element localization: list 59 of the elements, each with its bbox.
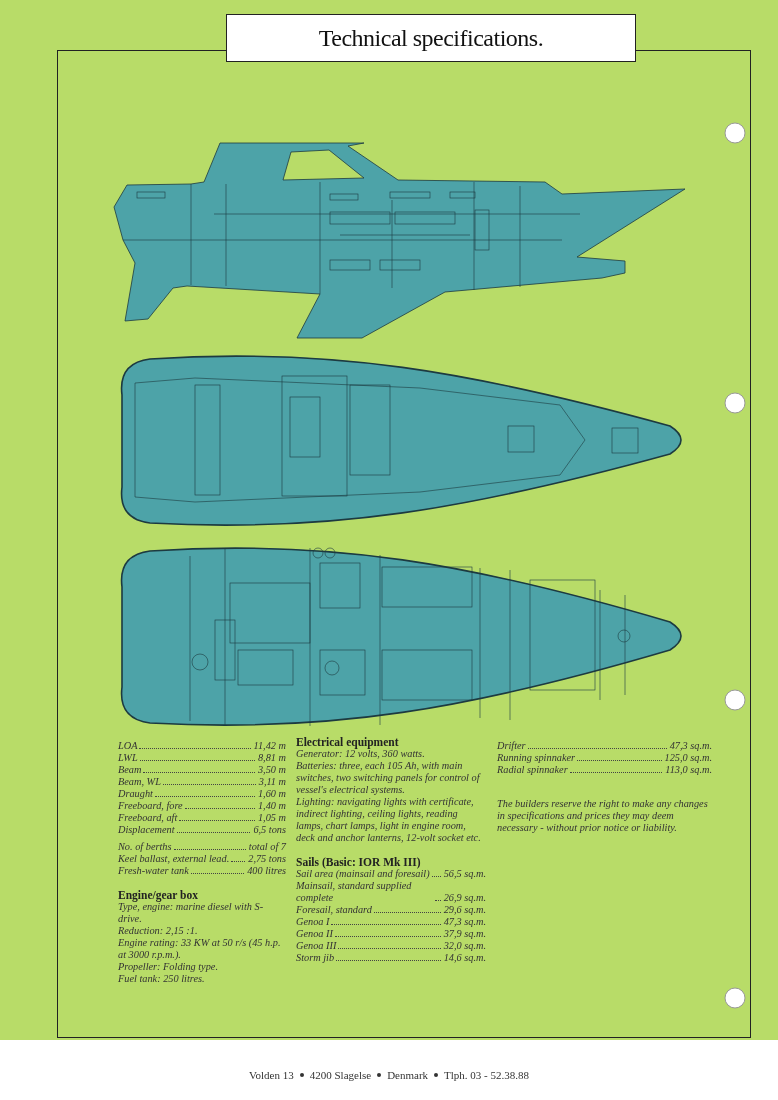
spec-text: Generator: 12 volts, 360 watts. (296, 748, 426, 760)
section-heading: Sails (Basic: IOR Mk III) (296, 856, 421, 868)
spec-name: Genoa II (296, 928, 333, 940)
spec-value: 14,6 sq.m. (443, 952, 486, 964)
spec-name: Drifter (497, 740, 526, 752)
spec-value: total of 7 (248, 841, 286, 853)
spec-text: Batteries: three, each 105 Ah, with main switches, two switching panels for control of vessel's electrical systems. (296, 760, 482, 796)
spec-text: Engine rating: 33 KW at 50 r/s (45 h.p. at 3000 r.p.m.). (118, 937, 282, 961)
spec-value: 1,05 m (257, 812, 286, 824)
spec-name: Freeboard, fore (118, 800, 183, 812)
spec-value: 37,9 sq.m. (443, 928, 486, 940)
spec-value: 32,0 sq.m. (443, 940, 486, 952)
spec-value: 26,9 sq.m. (443, 892, 486, 904)
spec-text: Lighting: navigating lights with certificate, indirect lighting, ceiling lights, reading lamps, chart lamps, light in engine room, deck and anchor lanterns, 12-volt socket etc. (296, 796, 482, 844)
spec-value: 47,3 sq.m. (669, 740, 712, 752)
spec-name: Beam, WL (118, 776, 161, 788)
section-heading: Engine/gear box (118, 889, 199, 901)
spec-name: Running spinnaker (497, 752, 576, 764)
spec-name: Keel ballast, external lead. (118, 853, 230, 865)
spec-value: 29,6 sq.m. (443, 904, 486, 916)
spec-name: Beam (118, 764, 142, 776)
spec-name: No. of berths (118, 841, 172, 853)
disclaimer-note: The builders reserve the right to make any changes in specifications and prices they may deem necessary - without prior notice or liability. (497, 798, 709, 834)
spec-value: 2,75 tons (248, 853, 286, 865)
spec-name: Sail area (mainsail and foresail) (296, 868, 430, 880)
spec-name: LOA (118, 740, 138, 752)
section-heading: Electrical equipment (296, 736, 400, 748)
spec-value: 3,50 m (257, 764, 286, 776)
spec-value: 125,0 sq.m. (664, 752, 712, 764)
spec-value: 8,81 m (257, 752, 286, 764)
page-title: Technical specifications. (318, 24, 544, 52)
spec-text: Propeller: Folding type. (118, 961, 219, 973)
footer-text: Denmark (387, 1069, 429, 1081)
spec-text: Reduction: 2,15 :1. (118, 925, 199, 937)
spec-text: Fuel tank: 250 litres. (118, 973, 206, 985)
spec-text: Type, engine: marine diesel with S-drive. (118, 901, 265, 925)
spec-name: Displacement (118, 824, 175, 836)
spec-name: LWL (118, 752, 138, 764)
spec-value: 3,11 m (258, 776, 286, 788)
spec-value: 1,60 m (257, 788, 286, 800)
spec-name: Draught (118, 788, 153, 800)
spec-value: 11,42 m (253, 740, 286, 752)
spec-value: 1,40 m (257, 800, 286, 812)
spec-name: Mainsail, standard supplied complete (296, 880, 413, 904)
footer-text: 4200 Slagelse (309, 1069, 372, 1081)
spec-value: 56,5 sq.m. (443, 868, 486, 880)
spec-name: Freeboard, aft (118, 812, 178, 824)
footer-text: Tlph. 03 - 52.38.88 (444, 1069, 529, 1081)
spec-name: Radial spinnaker (497, 764, 568, 776)
spec-name: Genoa I (296, 916, 330, 928)
spec-value: 400 litres (247, 865, 286, 877)
spec-name: Fresh-water tank (118, 865, 189, 877)
spec-name: Foresail, standard (296, 904, 372, 916)
spec-value: 6,5 tons (253, 824, 286, 836)
spec-value: 47,3 sq.m. (443, 916, 486, 928)
footer-text: Volden 13 (249, 1069, 294, 1081)
spec-name: Genoa III (296, 940, 337, 952)
spec-name: Storm jib (296, 952, 335, 964)
spec-value: 113,0 sq.m. (665, 764, 712, 776)
